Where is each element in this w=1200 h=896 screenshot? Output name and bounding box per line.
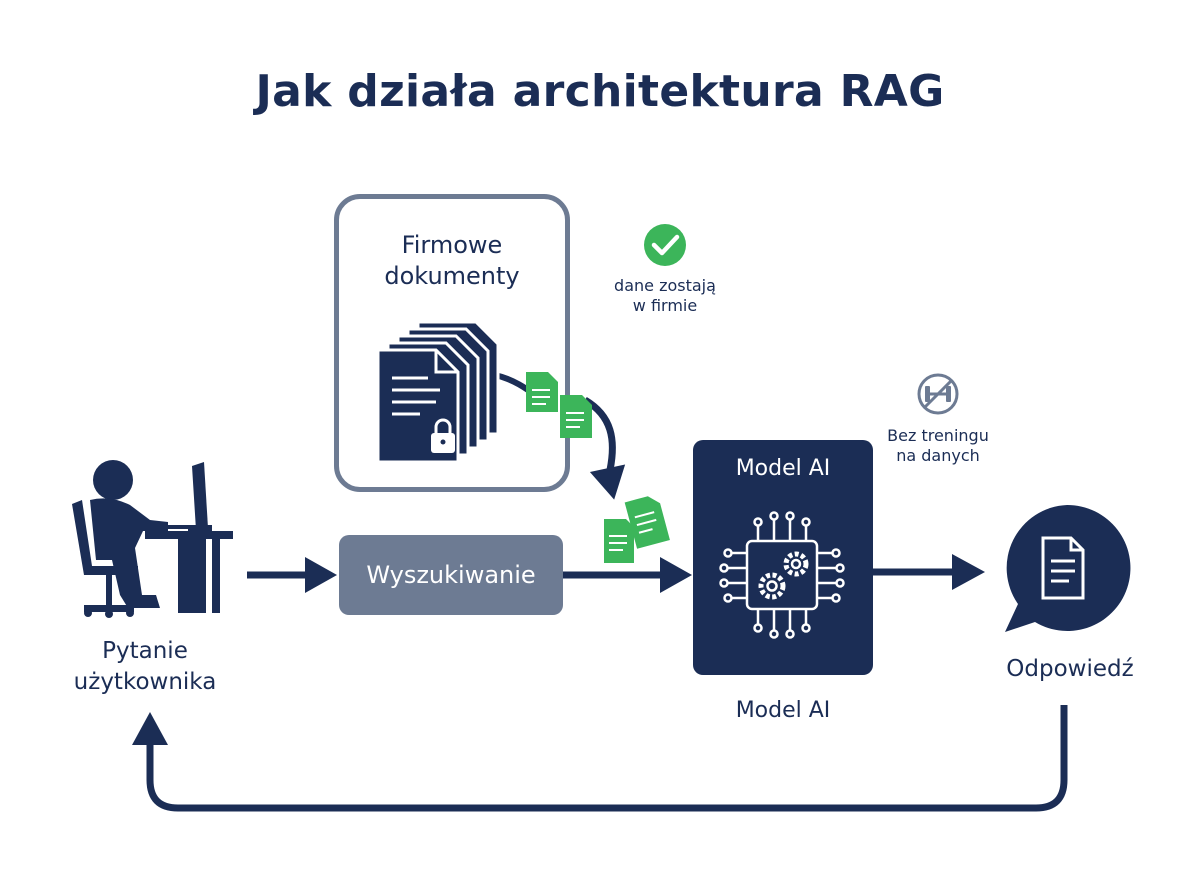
- documents-label-line2: dokumenty: [384, 262, 520, 290]
- model-inner-label: Model AI: [735, 456, 831, 481]
- no-training-line2: na danych: [896, 446, 980, 465]
- documents-label: Firmowe dokumenty: [334, 230, 570, 292]
- chip-gears-icon: [719, 511, 845, 639]
- user-label-line1: Pytanie: [102, 638, 188, 664]
- data-stays-line1: dane zostają: [614, 276, 716, 295]
- user-label: Pytanie użytkownika: [40, 636, 250, 698]
- answer-label: Odpowiedź: [1006, 656, 1134, 682]
- green-file-icon-4: [624, 496, 670, 549]
- green-file-icon-1: [526, 372, 558, 412]
- arrow-search-to-model: [563, 557, 692, 593]
- arrow-docs-to-model: [583, 396, 626, 500]
- no-training-icon: [917, 373, 959, 415]
- green-file-icon-2: [560, 395, 592, 438]
- user-label-line2: użytkownika: [73, 669, 217, 695]
- model-box: [693, 440, 873, 675]
- diagram-title: Jak działa architektura RAG: [255, 66, 945, 117]
- arrow-model-to-answer: [873, 554, 985, 590]
- arrow-user-to-search: [247, 557, 337, 593]
- green-file-icon-3: [604, 519, 634, 563]
- arrow-feedback-loop: [132, 705, 1068, 812]
- speech-bubble-document-icon: [1005, 504, 1131, 632]
- data-stays-note: dane zostają w firmie: [590, 276, 740, 316]
- model-below-label: Model AI: [735, 698, 831, 723]
- search-label: Wyszukiwanie: [366, 561, 536, 589]
- arrow-docs-connector: [494, 372, 530, 393]
- check-circle-icon: [644, 224, 686, 266]
- document-stack-icon: [376, 320, 500, 464]
- search-step: Wyszukiwanie: [339, 535, 563, 615]
- no-training-line1: Bez treningu: [887, 426, 989, 445]
- user-at-desk-icon: [72, 460, 233, 618]
- lock-icon: [431, 418, 455, 453]
- data-stays-line2: w firmie: [632, 296, 698, 315]
- documents-label-line1: Firmowe: [401, 231, 503, 259]
- no-training-note: Bez treningu na danych: [868, 426, 1008, 466]
